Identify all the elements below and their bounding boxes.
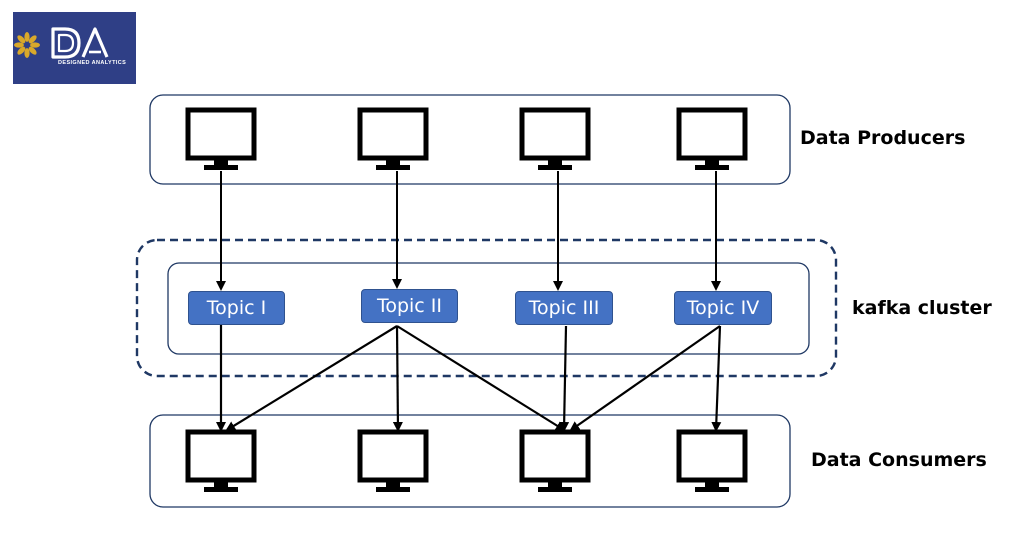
kafka-cluster-label: kafka cluster (852, 297, 992, 319)
logo-graphic (14, 27, 109, 59)
consumer-1-computer-monitor-icon (188, 432, 254, 492)
edge-topic-4-consumer-4 (711, 325, 722, 432)
topic-4-label: Topic IV (686, 297, 760, 319)
consumer-4-computer-monitor-icon (679, 432, 745, 492)
producer-2-computer-monitor-icon (360, 110, 426, 170)
logo-tagline: DESIGNED ANALYTICS (58, 60, 127, 66)
edge-topic-2-consumer-3 (396, 325, 566, 432)
topic-3-label: Topic III (528, 297, 600, 319)
consumers-group (149, 414, 791, 508)
producers-label: Data Producers (800, 127, 966, 149)
producer-3-computer-monitor-icon (522, 110, 588, 170)
topic-1-node: Topic I (188, 291, 285, 325)
logo-emblem-icon (14, 32, 40, 58)
topic-3-node: Topic III (515, 291, 613, 325)
logo-da-mark (51, 27, 109, 59)
topic-4-node: Topic IV (674, 291, 772, 325)
designed-analytics-logo: DESIGNED ANALYTICS (13, 12, 136, 84)
producers-group (149, 94, 791, 185)
consumer-3-computer-monitor-icon (522, 432, 588, 492)
topic-1-label: Topic I (206, 297, 267, 319)
producer-1-computer-monitor-icon (188, 110, 254, 170)
kafka-cluster-boundary (135, 238, 838, 378)
kafka-topics-box (167, 262, 810, 355)
edge-topic-3-consumer-3 (559, 325, 570, 432)
edge-topic-4-consumer-3 (569, 325, 721, 432)
edge-topic-2-consumer-1 (225, 325, 398, 432)
consumers-label: Data Consumers (811, 449, 987, 471)
topic-2-label: Topic II (376, 295, 443, 317)
consumer-2-computer-monitor-icon (360, 432, 426, 492)
edge-topic-2-consumer-2 (392, 325, 403, 432)
topic-2-node: Topic II (361, 289, 458, 323)
producer-4-computer-monitor-icon (679, 110, 745, 170)
